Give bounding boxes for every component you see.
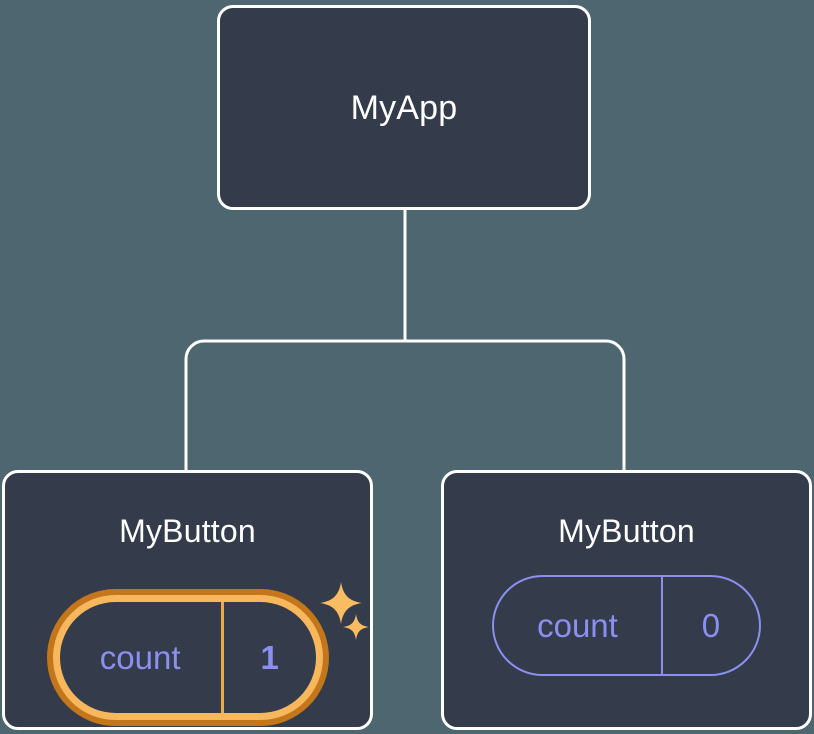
state-pill-left-wrap: count 1 [5,575,370,726]
node-myapp-title: MyApp [350,88,458,127]
node-myapp[interactable]: MyApp [217,5,591,210]
sparkle-large-icon [319,582,362,624]
node-mybutton-left[interactable]: MyButton count 1 [2,470,373,730]
node-mybutton-right[interactable]: MyButton count 0 [441,470,812,730]
node-mybutton-right-title: MyButton [558,513,695,549]
state-pill-right-key: count [494,577,663,674]
state-pill-left[interactable]: count 1 [46,589,329,726]
connector-branch-left [184,339,405,470]
state-pill-left-key: count [60,602,224,713]
state-pill-left-inner: count 1 [59,602,316,713]
state-pill-left-value: 1 [260,638,279,676]
connector-branch-right [405,339,626,470]
sparkle-small-icon [342,614,369,640]
state-pill-right[interactable]: count 0 [492,575,761,676]
state-pill-right-value: 0 [701,607,721,644]
state-pill-right-wrap: count 0 [444,575,809,676]
node-mybutton-left-title: MyButton [119,513,256,549]
state-pill-left-container: count 1 [46,582,369,726]
